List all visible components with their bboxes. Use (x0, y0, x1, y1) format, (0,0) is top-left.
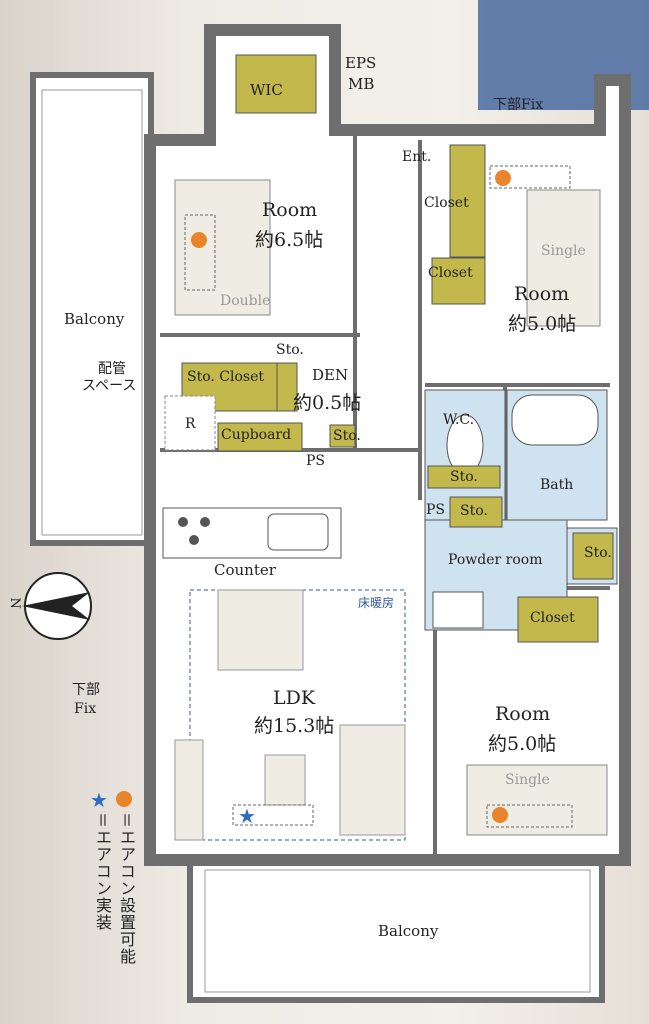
room-c-name: Room (495, 703, 551, 725)
closet-label-2: Closet (428, 265, 473, 281)
bathtub (511, 394, 599, 446)
svg-text:★: ★ (90, 788, 108, 812)
sofa (339, 724, 406, 836)
eps-label: EPS (345, 54, 377, 72)
fix-window-label-left-1: 下部 (72, 682, 100, 698)
floor-heating-label: 床暖房 (358, 596, 395, 610)
powder-sto-label: Sto. (584, 545, 612, 561)
legend-ac-installed: ＝エアコン実装 (93, 812, 112, 932)
counter-label: Counter (214, 561, 276, 579)
closet-label-1: Closet (424, 195, 469, 211)
sink (267, 513, 329, 551)
single-bed-c-label: Single (505, 772, 550, 788)
wc-label: W.C. (443, 412, 475, 428)
storage-units (181, 54, 614, 643)
pipe-space-label-1: 配管 (98, 361, 126, 377)
room-b-size: 約5.0帖 (508, 313, 577, 335)
double-bed-label: Double (220, 293, 271, 309)
ldk-size: 約15.3帖 (254, 715, 335, 737)
wic-label: WIC (250, 81, 283, 99)
fix-window-label-left-2: Fix (74, 701, 97, 717)
coffee-table (264, 754, 306, 806)
fridge-label: R (185, 416, 196, 432)
ps-label-wet: PS (426, 502, 446, 518)
wet-sto-label: Sto. (460, 503, 488, 519)
room-a-size: 約6.5帖 (255, 229, 324, 251)
den-name: DEN (312, 366, 349, 384)
mb-label: MB (348, 75, 375, 93)
washbasin (432, 591, 484, 629)
powder-room-label: Powder room (448, 552, 543, 568)
bottom-balcony-label: Balcony (378, 922, 439, 940)
fix-window-label-top: 下部Fix (493, 97, 544, 113)
dining-table (217, 589, 304, 671)
den-sto-label: Sto. (276, 342, 304, 358)
bath-label: Bath (540, 477, 574, 493)
refrigerator-space (164, 395, 216, 451)
legend-ac-possible: ＝エアコン設置可能 (117, 812, 136, 966)
room-c-closet-label: Closet (530, 610, 575, 626)
ac-installed-marker: ★ (238, 804, 256, 828)
sto-closet-label: Sto. Closet (187, 369, 265, 385)
single-bed-b-label: Single (541, 243, 586, 259)
tv-board (174, 739, 204, 841)
single-bed-c (466, 764, 608, 836)
compass (22, 572, 92, 640)
left-balcony-label: Balcony (64, 310, 125, 328)
room-a-name: Room (262, 199, 318, 221)
den-size: 約0.5帖 (293, 392, 362, 414)
ac-possible-marker (492, 807, 508, 823)
ac-possible-marker (495, 170, 511, 186)
cupboard-label: Cupboard (221, 427, 292, 443)
room-c-size: 約5.0帖 (488, 733, 557, 755)
ps-label-kitchen: PS (306, 453, 326, 469)
pipe-space-label-2: スペース (82, 378, 137, 394)
compass-north-label: N (6, 597, 22, 609)
single-bed-b (526, 189, 601, 327)
double-bed (174, 179, 271, 316)
ldk-name: LDK (273, 687, 316, 709)
ac-possible-marker (191, 232, 207, 248)
kitchen-sto-label: Sto. (333, 428, 361, 444)
left-balcony (30, 72, 154, 546)
room-b-name: Room (514, 283, 570, 305)
entrance-label: Ent. (402, 149, 432, 165)
wc-sto-label: Sto. (450, 469, 478, 485)
